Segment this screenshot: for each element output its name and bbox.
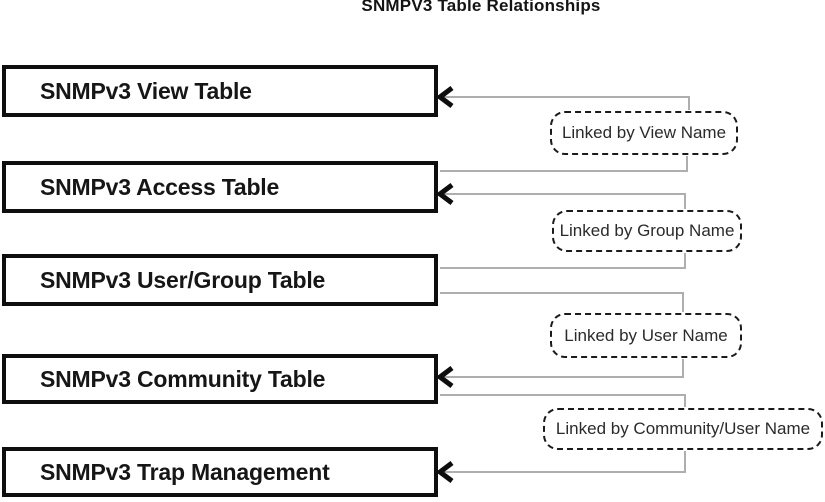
connector-usergrouptable-to-grouplabel [440,253,686,269]
table-box-access: SNMPv3 Access Table [2,161,438,213]
table-box-view: SNMPv3 View Table [2,65,438,117]
connector-usergrouptable-to-userlabel [440,292,684,312]
arrow-left-icon-view-table [435,86,454,108]
link-label-group-name: Linked by Group Name [552,210,742,252]
link-label-view-name-text: Linked by View Name [561,123,727,142]
connector-communitylabel-to-traptable [441,451,686,473]
diagram-title: SNMPV3 Table Relationships [361,0,601,15]
table-box-access-label: SNMPv3 Access Table [40,173,280,200]
link-label-user-name-text: Linked by User Name [564,325,728,345]
arrow-left-icon-access-table [435,183,454,205]
table-box-user-group: SNMPv3 User/Group Table [2,254,438,306]
table-box-trap-label: SNMPv3 Trap Management [40,458,330,485]
connector-userlabel-to-communitytable [441,359,684,378]
connector-viewlabel-to-viewtable [441,96,690,110]
table-box-view-label: SNMPv3 View Table [40,77,252,104]
table-box-trap: SNMPv3 Trap Management [2,447,438,497]
table-box-community-label: SNMPv3 Community Table [40,365,326,392]
link-label-group-name-text: Linked by Group Name [559,221,735,240]
arrow-left-icon-community-table [435,366,454,388]
connector-communitytable-to-communitylabel [440,394,686,407]
link-label-community-user-name-text: Linked by Community/User Name [555,419,811,438]
link-label-community-user-name: Linked by Community/User Name [543,408,823,450]
connector-grouplabel-to-accesstable [441,193,686,209]
arrow-left-icon-trap-table [435,461,454,483]
link-label-view-name: Linked by View Name [550,111,738,155]
link-label-user-name: Linked by User Name [550,313,742,358]
table-box-community: SNMPv3 Community Table [2,354,438,404]
connector-accesstable-to-viewlabel [440,156,688,172]
table-box-user-group-label: SNMPv3 User/Group Table [40,266,326,293]
